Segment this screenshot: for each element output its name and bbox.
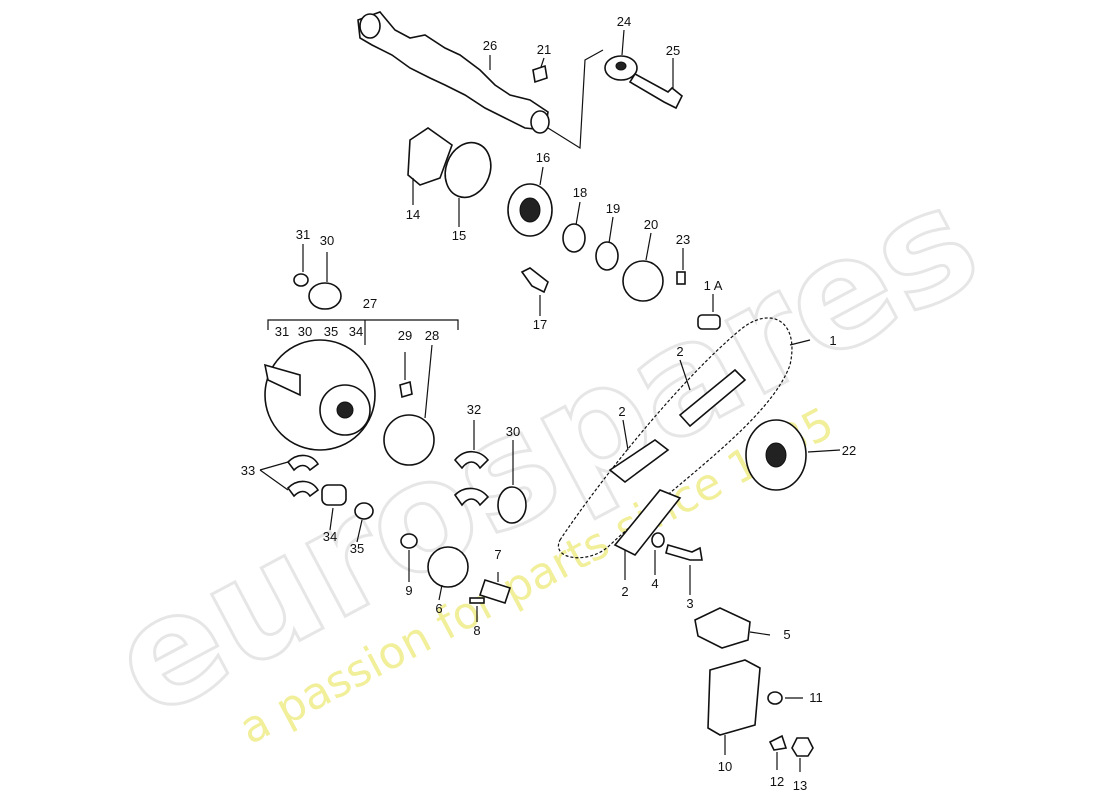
intermediate-shaft-gear: [263, 339, 376, 451]
flange-part-16: [507, 183, 553, 237]
callout-15: 15: [452, 228, 466, 243]
callout-35: 35: [350, 541, 364, 556]
pin-part-23: [676, 271, 686, 285]
bearing-shell-part-33-a: [286, 454, 320, 472]
callout-2-middle: 2: [618, 404, 625, 419]
circlip-part-30-lower: [497, 486, 527, 524]
group-label-30: 30: [298, 324, 312, 339]
bolt-part-25: [628, 72, 684, 110]
circlip-part-35: [354, 502, 374, 520]
callout-2-lower: 2: [621, 584, 628, 599]
callout-18: 18: [573, 185, 587, 200]
nut-part-13: [791, 737, 814, 757]
callout-4: 4: [651, 576, 658, 591]
callout-22: 22: [842, 443, 856, 458]
callout-labels: 1 1 A 2 2 2 3 4 5 6 7 8 9 10 11 12 13 14…: [241, 14, 856, 793]
washer-part-24: [604, 55, 638, 81]
bushing-part-34: [321, 484, 347, 506]
bearing-shell-part-33-b: [286, 480, 320, 498]
chain-link-part-1a: [697, 314, 721, 330]
sprocket-part-22: [745, 419, 807, 491]
callout-12: 12: [770, 774, 784, 789]
callout-32: 32: [467, 402, 481, 417]
group-bracket-27: [267, 319, 459, 330]
washer-part-18: [562, 223, 586, 253]
oring-part-15: [444, 141, 492, 199]
plate-part-14: [407, 127, 453, 186]
tensioner-body-part-10: [707, 659, 761, 736]
callout-30-upper: 30: [320, 233, 334, 248]
key-part-21: [532, 64, 548, 84]
washer-part-4: [651, 532, 665, 548]
callout-20: 20: [644, 217, 658, 232]
callout-1a: 1 A: [704, 278, 723, 293]
callout-24: 24: [617, 14, 631, 29]
group-label-35: 35: [324, 324, 338, 339]
callout-8: 8: [473, 623, 480, 638]
callout-27: 27: [363, 296, 377, 311]
chain-guide-right: [678, 368, 747, 428]
group-label-31: 31: [275, 324, 289, 339]
callout-19: 19: [606, 201, 620, 216]
circlip-part-30-upper: [308, 282, 342, 310]
chain-guide-left: [608, 439, 670, 484]
callout-31-upper: 31: [296, 227, 310, 242]
callout-5: 5: [783, 627, 790, 642]
callout-26: 26: [483, 38, 497, 53]
callout-16: 16: [536, 150, 550, 165]
washer-part-19: [595, 241, 619, 271]
seal-part-11: [767, 691, 783, 705]
callout-9: 9: [405, 583, 412, 598]
callout-10: 10: [718, 759, 732, 774]
callout-21: 21: [537, 42, 551, 57]
callout-34: 34: [323, 529, 337, 544]
group-label-34: 34: [349, 324, 363, 339]
callout-30-lower: 30: [506, 424, 520, 439]
callout-7: 7: [494, 547, 501, 562]
shaft-part-7: [478, 578, 512, 605]
bearing-shell-part-32-b: [453, 487, 490, 507]
bolt-part-17: [520, 267, 549, 294]
callout-11: 11: [809, 690, 823, 705]
key-part-29: [399, 380, 413, 399]
sprocket-part-28: [383, 414, 435, 466]
circlip-part-31-upper: [293, 273, 309, 287]
callout-2-upper: 2: [676, 344, 683, 359]
callout-14: 14: [406, 207, 420, 222]
callout-6: 6: [435, 601, 442, 616]
watermark: eurospares a passion for parts since 198…: [84, 151, 1006, 754]
camshaft: [357, 11, 550, 134]
callout-33: 33: [241, 463, 255, 478]
washer-part-12: [768, 734, 788, 751]
leader-lines: [259, 29, 841, 772]
sprocket-part-20: [622, 260, 664, 302]
callout-25: 25: [666, 43, 680, 58]
bolt-part-3: [665, 543, 703, 561]
bearing-shell-part-32-a: [453, 450, 490, 470]
chain-guide-lower: [613, 489, 682, 557]
callout-28: 28: [425, 328, 439, 343]
leader-camshaft-bolt: [547, 49, 604, 150]
callout-1: 1: [829, 333, 836, 348]
callout-23: 23: [676, 232, 690, 247]
callout-17: 17: [533, 317, 547, 332]
pin-part-8: [469, 597, 485, 604]
circlip-part-9: [400, 533, 418, 549]
sprocket-part-6: [427, 546, 469, 588]
watermark-brand: eurospares: [85, 153, 1004, 752]
callout-3: 3: [686, 596, 693, 611]
callout-29: 29: [398, 328, 412, 343]
tensioner-part-5: [694, 607, 751, 649]
callout-13: 13: [793, 778, 807, 793]
